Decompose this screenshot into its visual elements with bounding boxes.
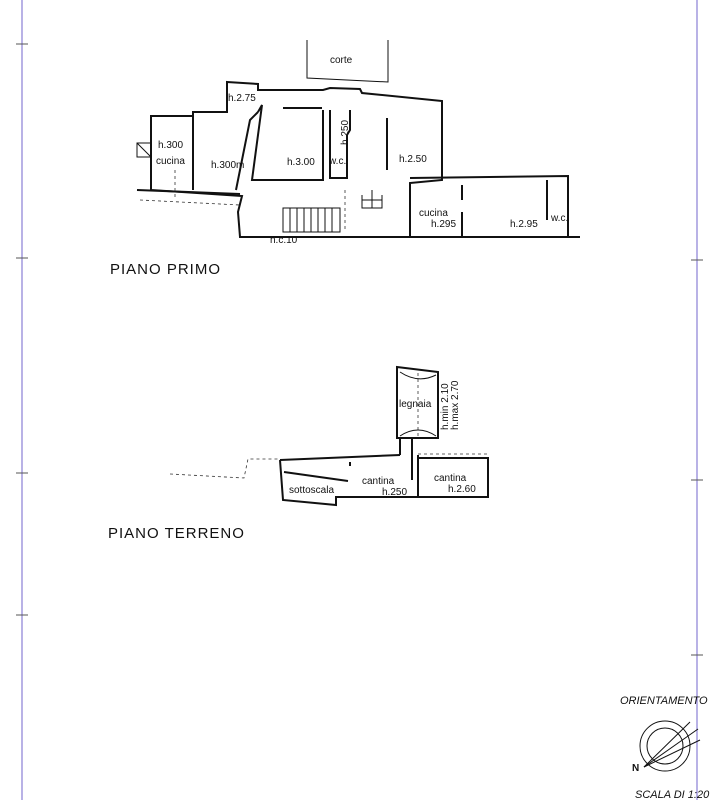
piano-primo-title: PIANO PRIMO [110, 261, 221, 278]
room-label-cucina-1: cucina [156, 156, 185, 167]
room-label-wc-1: w.c. [328, 156, 346, 167]
room-label-h260: h.2.60 [448, 484, 476, 495]
room-label-hmax: h.max 2.70 [450, 380, 461, 430]
room-label-h300-cucina: h.300 [158, 140, 183, 151]
scale-label: SCALA DI 1:20 [635, 789, 710, 800]
piano-terreno-plan [169, 365, 489, 507]
room-label-cantina-1: cantina [362, 476, 395, 487]
room-label-h250-wc: h.250 [340, 120, 351, 145]
room-label-h295: h.295 [431, 219, 456, 230]
room-label-hmin: h.min 2.10 [440, 383, 451, 430]
room-label-h275: h.2.75 [228, 93, 256, 104]
page-margins [16, 0, 703, 800]
piano-primo-plan [136, 40, 580, 238]
room-label-h300: h.3.00 [287, 157, 315, 168]
piano-terreno-title: PIANO TERRENO [108, 525, 245, 542]
north-label: N [632, 763, 639, 774]
orientation-label: ORIENTAMENTO [620, 695, 708, 707]
civic-number: n.c.10 [270, 235, 298, 246]
room-label-corte: corte [330, 55, 353, 66]
room-label-sottoscala: sottoscala [289, 485, 334, 496]
room-label-legnaia: legnaia [399, 399, 432, 410]
room-label-h295b: h.2.95 [510, 219, 538, 230]
room-label-h250-terreno: h.250 [382, 487, 407, 498]
room-label-cantina-2: cantina [434, 473, 467, 484]
compass-icon [639, 720, 701, 772]
room-label-wc-2: w.c. [550, 213, 568, 224]
room-label-h250: h.2.50 [399, 154, 427, 165]
room-label-h300m: h.300m [211, 160, 244, 171]
room-label-cucina-2: cucina [419, 208, 448, 219]
